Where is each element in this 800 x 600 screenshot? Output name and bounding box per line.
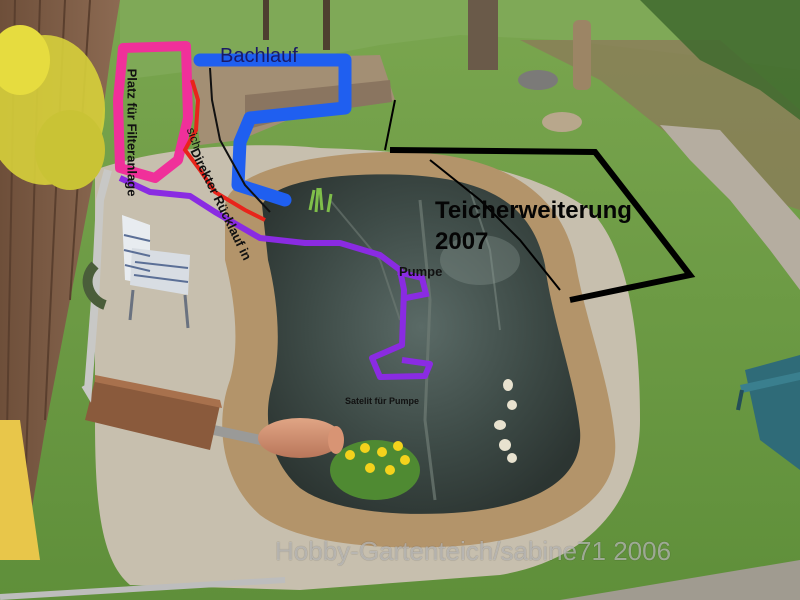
hedge	[640, 0, 800, 120]
label-satelit: Satelit für Pumpe	[345, 396, 420, 406]
water-highlight	[440, 235, 520, 285]
flower-pot	[542, 112, 582, 132]
filter-area-annotation	[113, 41, 193, 183]
garden-hose	[82, 261, 108, 310]
label-bachlauf: Bachlauf	[220, 45, 298, 67]
flower-pot	[518, 70, 558, 90]
pebbles	[494, 379, 517, 463]
stone-path-bottom	[560, 560, 800, 600]
water-reflection	[418, 199, 437, 501]
return-line-annotation	[182, 79, 266, 222]
label-platz-filteranlage: Platz für Filteranlage	[124, 68, 140, 197]
thin-trunk	[263, 0, 269, 40]
pond-plant	[308, 187, 333, 213]
railing	[0, 577, 286, 600]
garden-chair	[122, 215, 190, 329]
stream-annotation	[193, 53, 352, 207]
tree-trunk	[468, 0, 498, 70]
return-line-black	[209, 67, 271, 213]
water-reflection	[329, 199, 401, 321]
tree-stump	[573, 20, 591, 90]
yellow-wall	[0, 420, 40, 560]
water-reflection	[469, 189, 501, 331]
forsythia-bush	[0, 25, 105, 190]
pump-marker	[397, 269, 430, 301]
yellow-flowers	[330, 440, 420, 500]
label-pumpe: Pumpe	[399, 264, 443, 279]
wooden-box	[85, 380, 220, 450]
label-teicherweiterung: Teicherweiterung	[435, 197, 632, 224]
label-teicherweiterung-year: 2007	[435, 228, 489, 255]
thin-trunk	[323, 0, 330, 50]
pump-line-annotation	[118, 175, 433, 380]
extension-annotation-thin	[384, 99, 561, 291]
pipe	[197, 422, 269, 447]
extension-annotation	[389, 147, 696, 303]
wooden-box-top	[95, 375, 222, 408]
terracotta-pot	[258, 418, 342, 458]
terracotta-pot-neck	[328, 426, 344, 454]
photo-credit-watermark: Hobby-Gartenteich/sabine71 2006	[275, 536, 672, 566]
green-bench	[736, 355, 800, 470]
stone-path	[660, 125, 800, 290]
